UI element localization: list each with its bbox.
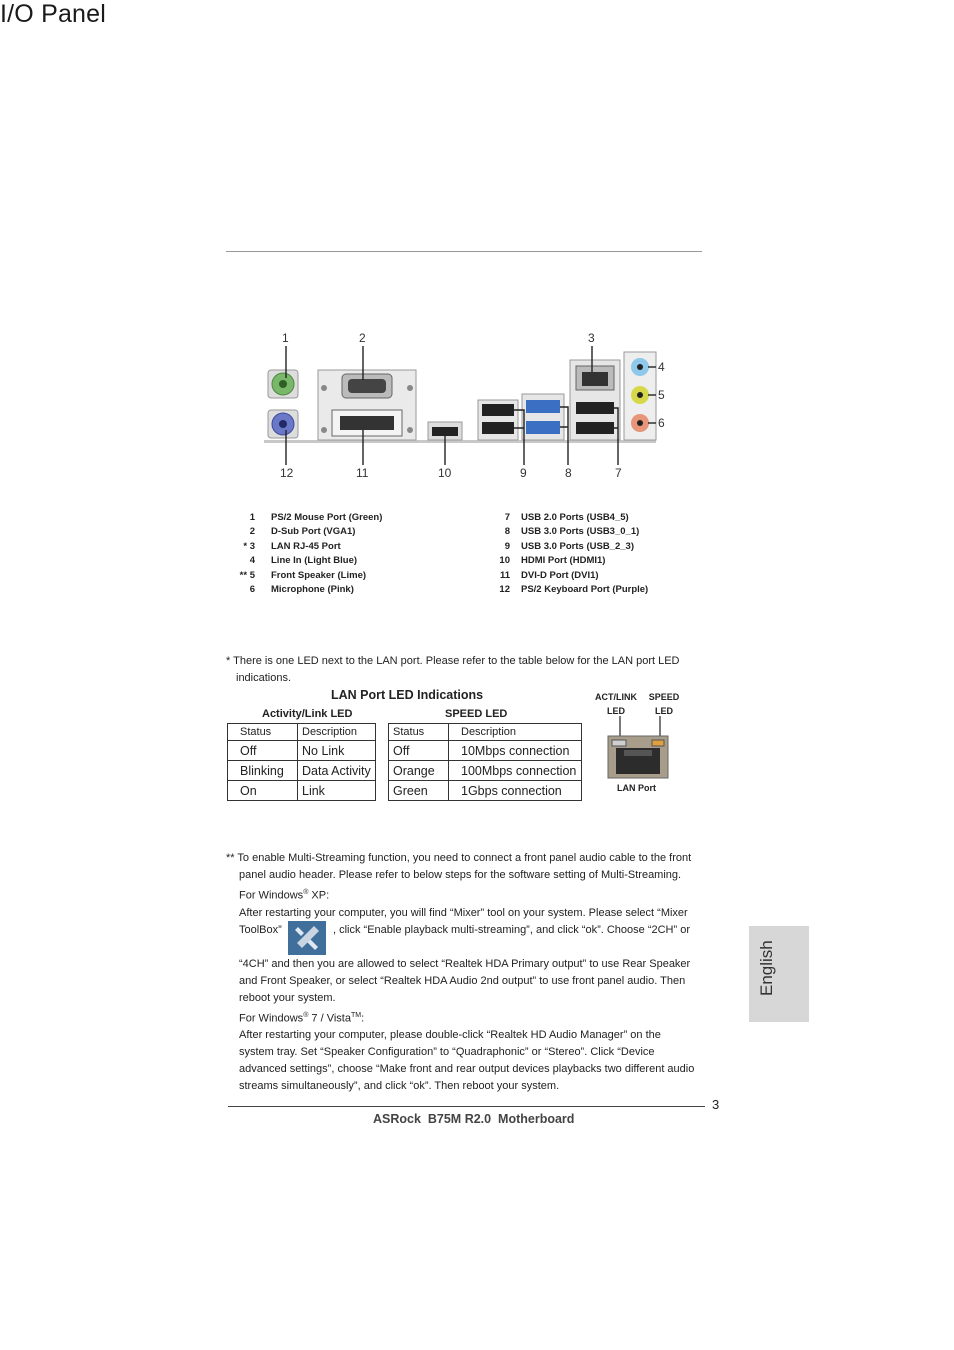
callout-2: 2 [359, 331, 366, 345]
callout-10: 10 [438, 466, 452, 480]
led-tables-title: LAN Port LED Indications [331, 688, 484, 702]
callout-7: 7 [615, 466, 622, 480]
lan-led-note: * There is one LED next to the LAN port.… [226, 655, 680, 684]
callout-9: 9 [520, 466, 527, 480]
callout-11: 11 [356, 466, 369, 480]
page-title: I/O Panel [0, 0, 107, 28]
language-tab: English [749, 926, 809, 1022]
usb3-ports-icon [477, 399, 519, 441]
callout-3: 3 [588, 331, 595, 345]
lan-port-icon [607, 716, 669, 779]
callout-6: 6 [658, 416, 665, 430]
speed-led-title: SPEED LED [445, 708, 508, 720]
vga-dvi-ports-icon [317, 369, 417, 441]
callout-5: 5 [658, 388, 665, 402]
lan-port-caption: LAN Port [617, 783, 656, 793]
callout-4: 4 [658, 360, 665, 374]
ps2-keyboard-port-icon [267, 409, 299, 439]
multistream-note: ** To enable Multi-Streaming function, y… [226, 852, 695, 1093]
callout-1: 1 [282, 331, 289, 345]
ps2-mouse-port-icon [267, 369, 299, 399]
top-rule [226, 251, 702, 252]
footer-title: ASRock B75M R2.0 Motherboard [373, 1112, 575, 1126]
io-panel-diagram [264, 346, 657, 465]
lan-usb2-ports-icon [569, 359, 621, 441]
page-number: 3 [712, 1097, 720, 1112]
callout-12: 12 [280, 466, 294, 480]
activity-led-title: Activity/Link LED [262, 708, 353, 720]
callout-8: 8 [565, 466, 572, 480]
footer-rule [228, 1106, 705, 1107]
usb3-blue-ports-icon [521, 393, 565, 441]
mixer-toolbox-icon [288, 920, 326, 955]
audio-jacks-icon [623, 351, 657, 441]
